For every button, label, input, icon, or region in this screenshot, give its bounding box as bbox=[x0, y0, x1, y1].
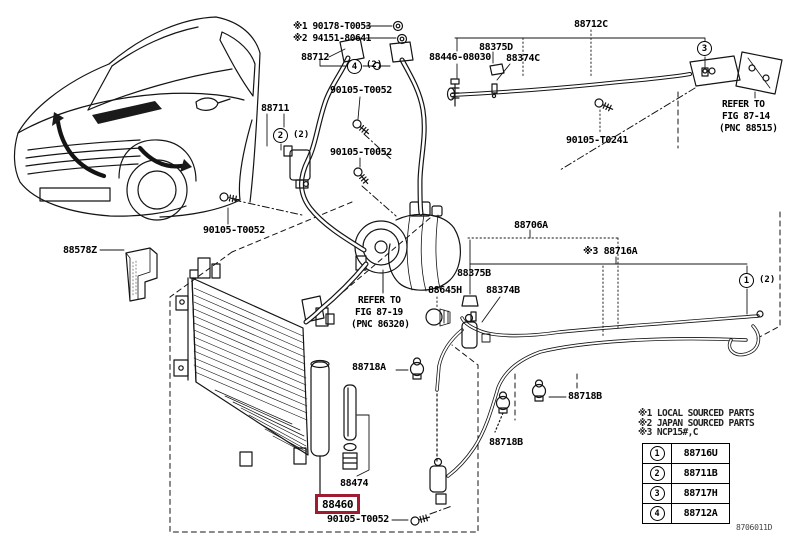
seal-88578z-art bbox=[125, 247, 158, 302]
bolts-art bbox=[219, 67, 709, 526]
part-label-88712[interactable]: 88712 bbox=[301, 52, 330, 63]
pipe-88712c-art bbox=[446, 51, 783, 107]
part-label-88645h[interactable]: 88645H bbox=[428, 285, 462, 296]
legend-line-2: ※2 JAPAN SOURCED PARTS bbox=[638, 417, 755, 429]
refer-fig-87-19-line3: (PNC 86320) bbox=[351, 319, 410, 330]
part-label-88718b-2[interactable]: 88718B bbox=[489, 437, 523, 448]
table-row[interactable]: 4 88712A bbox=[642, 503, 730, 524]
refer-fig-87-14-line1: REFER TO bbox=[722, 99, 765, 110]
part-label-88374c[interactable]: 88374C bbox=[506, 53, 540, 64]
callout-parts-table: 1 88716U 2 88711B 3 88717H 4 88712A bbox=[642, 443, 730, 524]
part-label-88474[interactable]: 88474 bbox=[340, 478, 369, 489]
part-label-88374b[interactable]: 88374B bbox=[486, 285, 520, 296]
part-label-88375b[interactable]: 88375B bbox=[457, 268, 491, 279]
part-label-88712c[interactable]: 88712C bbox=[574, 19, 608, 30]
table-row[interactable]: 2 88711B bbox=[642, 463, 730, 484]
part-label-88460: 88460 bbox=[322, 498, 354, 511]
refer-fig-87-14-line2: FIG 87-14 bbox=[722, 111, 770, 122]
drier-element-88474-art bbox=[342, 384, 370, 477]
table-row[interactable]: 3 88717H bbox=[642, 483, 730, 504]
part-label-88716a[interactable]: ※3 88716A bbox=[583, 246, 638, 257]
part-label-88718b-1[interactable]: 88718B bbox=[568, 391, 602, 402]
table-callout-2: 2 bbox=[649, 466, 665, 481]
part-label-90105-t0241[interactable]: 90105-T0241 bbox=[566, 135, 628, 146]
legend-line-1: ※1 LOCAL SOURCED PARTS bbox=[638, 408, 755, 419]
table-part-88716u[interactable]: 88716U bbox=[671, 443, 730, 464]
part-label-90105-t0052-b[interactable]: 90105-T0052 bbox=[330, 147, 392, 158]
part-label-88711[interactable]: 88711 bbox=[261, 103, 290, 114]
qty-marker-88716a: (2) bbox=[759, 275, 776, 285]
car-sketch bbox=[13, 16, 261, 221]
table-callout-3: 3 bbox=[649, 486, 665, 501]
refer-fig-87-19-line2: FIG 87-19 bbox=[355, 307, 403, 318]
part-label-88446-08030[interactable]: 88446-08030 bbox=[429, 52, 491, 63]
table-part-88717h[interactable]: 88717H bbox=[671, 483, 730, 504]
callout-balloon-4[interactable]: 4 bbox=[347, 59, 362, 74]
part-label-90178-t0053[interactable]: ※1 90178-T0053 bbox=[293, 21, 371, 32]
part-label-88706a[interactable]: 88706A bbox=[514, 220, 548, 231]
table-callout-1: 1 bbox=[649, 446, 665, 461]
part-label-90105-t0052-d[interactable]: 90105-T0052 bbox=[327, 514, 389, 525]
leader-lines bbox=[99, 25, 756, 521]
condenser-88460-art bbox=[173, 257, 335, 496]
hoses-art bbox=[299, 20, 427, 325]
part-label-90105-t0052-c[interactable]: 90105-T0052 bbox=[203, 225, 265, 236]
refer-fig-87-19-line1: REFER TO bbox=[358, 295, 401, 306]
bracket-88711-art bbox=[283, 145, 311, 189]
callout-balloon-2[interactable]: 2 bbox=[273, 128, 288, 143]
table-callout-4: 4 bbox=[649, 506, 665, 521]
callout-balloon-1[interactable]: 1 bbox=[739, 273, 754, 288]
table-row[interactable]: 1 88716U bbox=[642, 443, 730, 464]
table-part-88711b[interactable]: 88711B bbox=[671, 463, 730, 484]
clamps-art bbox=[409, 357, 547, 433]
table-part-88712a[interactable]: 88712A bbox=[671, 503, 730, 524]
pipes-88706a-88716a-art bbox=[425, 295, 764, 505]
legend-line-3: ※3 NCP15#,C bbox=[638, 427, 698, 439]
sourcing-legend: ※1 LOCAL SOURCED PARTS ※2 JAPAN SOURCED … bbox=[638, 408, 755, 439]
highlighted-part-label-88460[interactable]: 88460 bbox=[315, 494, 361, 514]
drawing-code: 8706011D bbox=[736, 523, 773, 532]
callout-balloon-3[interactable]: 3 bbox=[697, 41, 712, 56]
part-label-88578z[interactable]: 88578Z bbox=[63, 245, 97, 256]
refer-fig-87-14-line3: (PNC 88515) bbox=[719, 123, 778, 134]
part-label-88718a[interactable]: 88718A bbox=[352, 362, 386, 373]
part-label-94151-80641[interactable]: ※2 94151-80641 bbox=[293, 33, 371, 44]
compressor-art bbox=[354, 201, 461, 293]
part-label-90105-t0052-a[interactable]: 90105-T0052 bbox=[330, 85, 392, 96]
qty-marker-88711: (2) bbox=[293, 130, 310, 140]
part-label-88375d[interactable]: 88375D bbox=[479, 42, 513, 53]
qty-marker-88712: (2) bbox=[366, 60, 383, 70]
